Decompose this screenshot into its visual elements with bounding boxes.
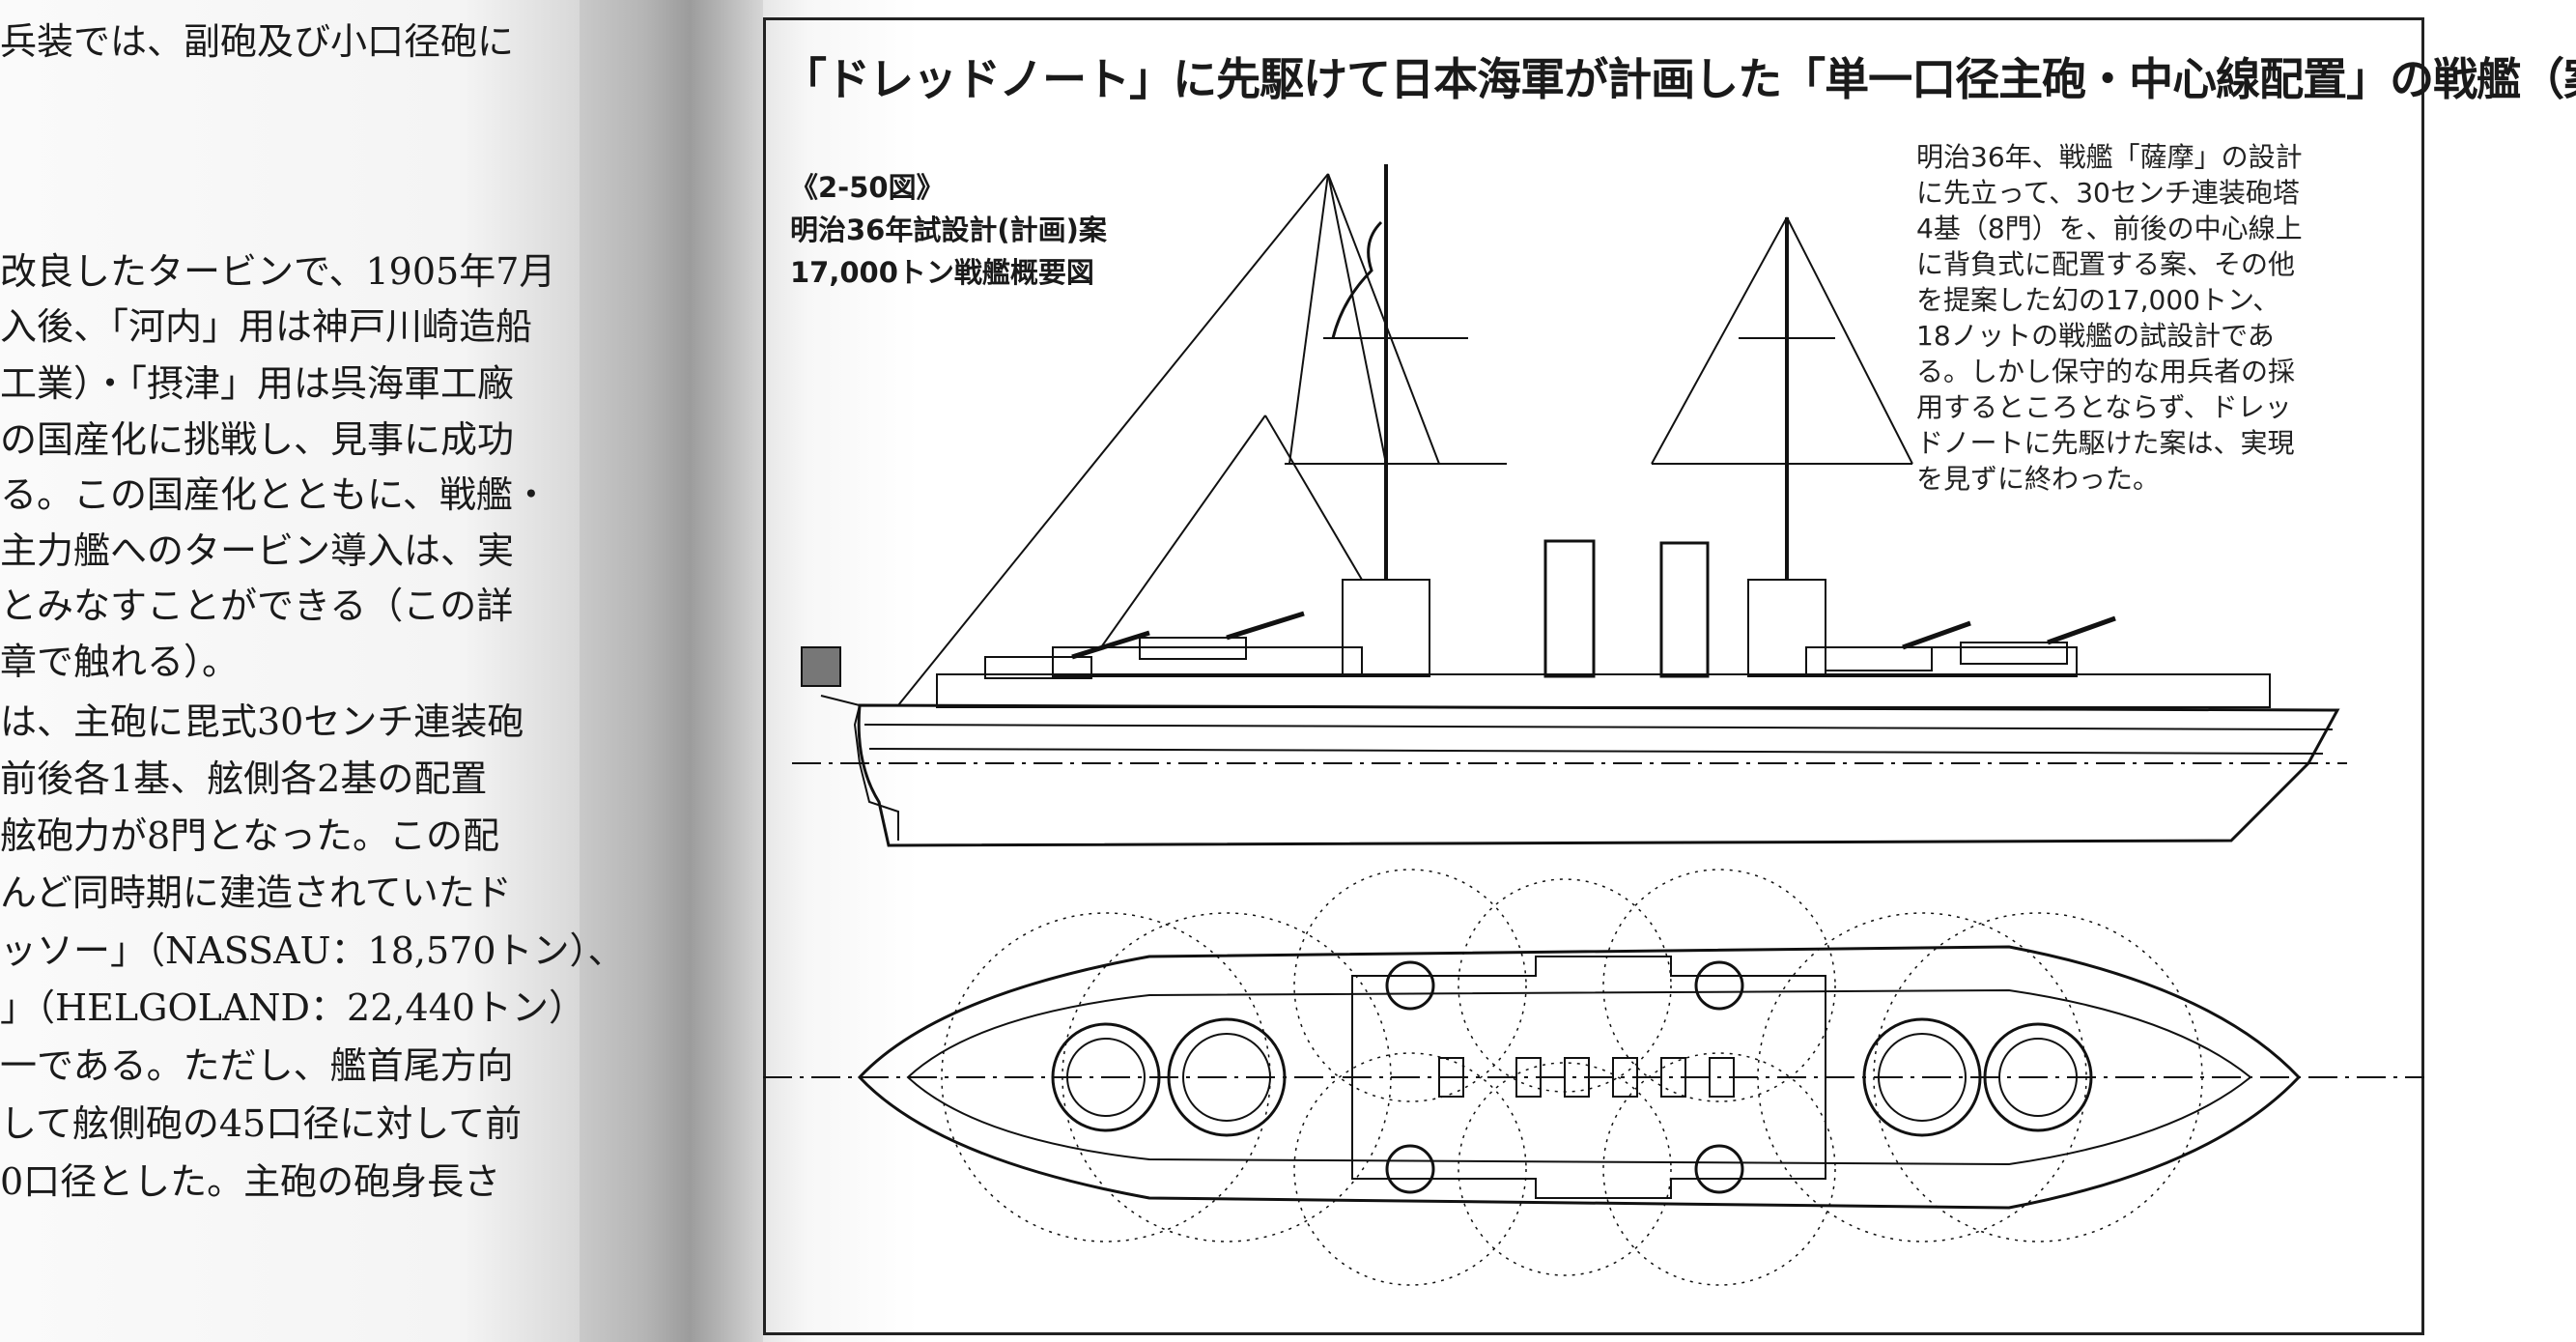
figure-title: 「ドレッドノート」に先駆けて日本海軍が計画した「単一口径主砲・中心線配置」の戦艦…	[782, 53, 2576, 105]
caption-line: を見ずに終わった。	[1916, 463, 2161, 495]
body-text-line: は、主砲に毘式30センチ連装砲	[0, 700, 524, 743]
caption-line: 18ノットの戦艦の試設計であ	[1916, 320, 2275, 352]
plan-view	[763, 869, 2424, 1286]
body-text-line: して舷側砲の45口径に対して前	[0, 1102, 523, 1145]
body-text-line: 」（HELGOLAND：22,440トン）	[0, 986, 585, 1029]
body-text-line: 一である。ただし、艦首尾方向	[0, 1044, 514, 1087]
side-elevation	[792, 164, 2347, 847]
body-text-line: る。この国産化とともに、戦艦・	[0, 473, 550, 516]
caption-line: に背負式に配置する案、その他	[1916, 248, 2296, 280]
body-text-line: 入後、「河内」用は神戸川崎造船	[0, 305, 533, 348]
body-text-line: 前後各1基、舷側各2基の配置	[0, 757, 488, 800]
figure-caption: 明治36年、戦艦「薩摩」の設計 に先立って、30センチ連装砲塔 4基（8門）を、…	[1916, 139, 2380, 497]
body-text-line: 主力艦へのタービン導入は、実	[0, 529, 515, 572]
body-text-line: んど同時期に建造されていたド	[0, 871, 512, 914]
caption-line: 用するところとならず、ドレッ	[1916, 391, 2292, 423]
body-text-line: とみなすことができる（この詳	[0, 585, 514, 627]
caption-line: 4基（8門）を、前後の中心線上	[1916, 213, 2303, 244]
ensign-flag-icon	[801, 646, 841, 687]
caption-line: る。しかし保守的な用兵者の採	[1916, 356, 2296, 387]
figure-frame	[763, 17, 2424, 1335]
body-text-line: 工業）・「摂津」用は呉海軍工廠	[0, 362, 515, 405]
body-text-line: の国産化に挑戦し、見事に成功	[0, 418, 515, 461]
right-page	[734, 0, 2576, 1342]
caption-line: を提案した幻の17,000トン、	[1916, 284, 2280, 316]
caption-line: 明治36年、戦艦「薩摩」の設計	[1916, 141, 2303, 173]
figure-subtitle: 明治36年試設計(計画)案	[790, 214, 1107, 246]
body-text-line: 兵装では、副砲及び小口径砲に	[0, 20, 515, 63]
body-text-line: 章で触れる）。	[0, 641, 240, 683]
body-text-line: ッソー」（NASSAU：18,570トン）、	[0, 929, 625, 972]
body-text-line: 0口径とした。主砲の砲身長さ	[0, 1160, 501, 1203]
figure-subtitle: 17,000トン戦艦概要図	[790, 256, 1094, 289]
book-gutter	[580, 0, 763, 1342]
caption-line: に先立って、30センチ連装砲塔	[1916, 177, 2300, 209]
caption-line: ドノートに先駆けた案は、実現	[1916, 427, 2295, 459]
left-page: 兵装では、副砲及び小口径砲に 改良したタービンで、1905年7月 入後、「河内」…	[0, 0, 625, 1342]
figure-number: 《2-50図》	[790, 171, 945, 204]
body-text-line: 改良したタービンで、1905年7月	[0, 250, 556, 293]
battleship-drawing	[763, 164, 2424, 1286]
body-text-line: 舷砲力が8門となった。この配	[0, 814, 500, 857]
figure-label: 《2-50図》 明治36年試設計(計画)案 17,000トン戦艦概要図	[790, 166, 1107, 294]
